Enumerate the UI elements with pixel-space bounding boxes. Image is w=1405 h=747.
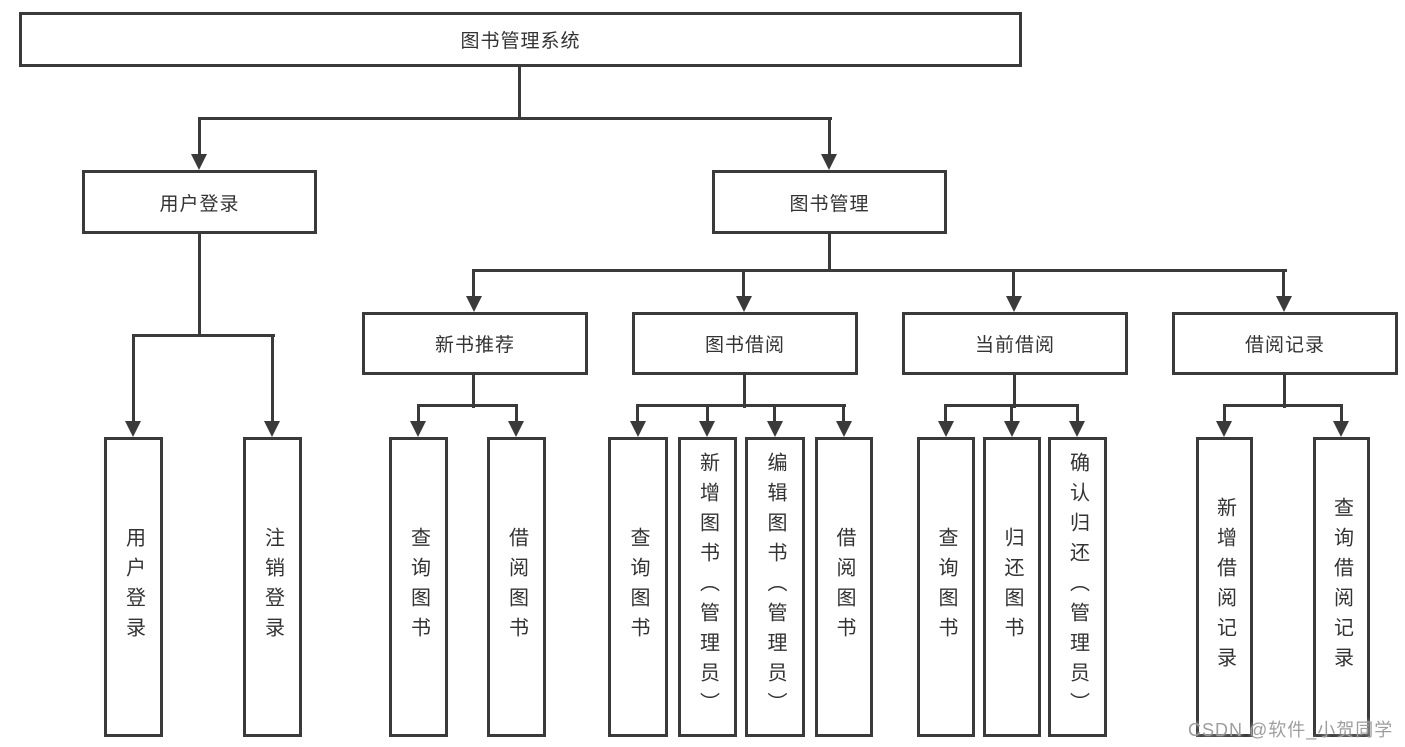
arrow-down-icon	[1333, 421, 1349, 437]
arrow-down-icon	[1276, 296, 1292, 312]
leaf-query-book-1: 查询图书	[389, 437, 448, 737]
connector-line	[743, 375, 746, 408]
leaf-borrow-book-1-label: 借阅图书	[505, 527, 528, 647]
connector-line	[271, 334, 274, 423]
leaf-logout: 注销登录	[243, 437, 302, 737]
arrow-down-icon	[699, 421, 715, 437]
node-root-label: 图书管理系统	[460, 31, 581, 52]
node-current-borrow-label: 当前借阅	[974, 335, 1055, 356]
arrow-down-icon	[1216, 421, 1232, 437]
leaf-query-borrow-record: 查询借阅记录	[1313, 437, 1370, 737]
arrow-down-icon	[1069, 421, 1085, 437]
connector-line	[842, 404, 845, 423]
connector-line	[472, 375, 475, 408]
arrow-down-icon	[1006, 296, 1022, 312]
leaf-query-book-3: 查询图书	[917, 437, 975, 737]
connector-line	[1283, 375, 1286, 408]
node-user-login: 用户登录	[82, 170, 317, 234]
arrow-down-icon	[767, 421, 783, 437]
connector-line	[1223, 404, 1343, 407]
leaf-add-book-admin-label: 新增图书（管理员）	[696, 452, 719, 722]
leaf-query-book-1-label: 查询图书	[407, 527, 430, 647]
connector-line	[198, 117, 832, 120]
leaf-confirm-return-admin: 确认归还（管理员）	[1048, 437, 1107, 737]
connector-line	[1076, 404, 1079, 423]
leaf-query-book-3-label: 查询图书	[935, 527, 957, 647]
arrow-down-icon	[1004, 421, 1020, 437]
connector-line	[472, 269, 475, 298]
arrow-down-icon	[736, 296, 752, 312]
leaf-add-borrow-record: 新增借阅记录	[1196, 437, 1253, 737]
node-borrow-records: 借阅记录	[1172, 312, 1398, 375]
connector-line	[515, 404, 518, 423]
node-book-mgmt: 图书管理	[712, 170, 947, 234]
connector-line	[198, 117, 201, 156]
connector-line	[1012, 269, 1015, 298]
node-book-mgmt-label: 图书管理	[789, 193, 870, 215]
node-current-borrow: 当前借阅	[902, 312, 1128, 375]
arrow-down-icon	[836, 421, 852, 437]
leaf-return-book-label: 归还图书	[1001, 527, 1023, 647]
connector-line	[706, 404, 709, 423]
connector-line	[636, 404, 639, 423]
connector-line	[132, 334, 135, 423]
arrow-down-icon	[938, 421, 954, 437]
leaf-confirm-return-admin-label: 确认归还（管理员）	[1066, 452, 1089, 722]
leaf-user-login: 用户登录	[104, 437, 163, 737]
leaf-logout-label: 注销登录	[261, 527, 284, 647]
node-borrow-records-label: 借阅记录	[1244, 335, 1325, 356]
node-new-book-rec: 新书推荐	[362, 312, 588, 375]
leaf-borrow-book-2-label: 借阅图书	[833, 527, 855, 647]
connector-line	[944, 404, 947, 423]
connector-line	[417, 404, 420, 423]
leaf-edit-book-admin-label: 编辑图书（管理员）	[764, 452, 786, 722]
node-root: 图书管理系统	[19, 12, 1022, 67]
connector-line	[828, 234, 831, 272]
leaf-add-book-admin: 新增图书（管理员）	[678, 437, 737, 737]
leaf-edit-book-admin: 编辑图书（管理员）	[745, 437, 805, 737]
arrow-down-icon	[630, 421, 646, 437]
connector-line	[1223, 404, 1226, 423]
connector-line	[828, 117, 831, 156]
arrow-down-icon	[508, 421, 524, 437]
node-new-book-rec-label: 新书推荐	[434, 335, 515, 356]
arrow-down-icon	[821, 154, 837, 170]
leaf-user-login-label: 用户登录	[122, 527, 145, 647]
connector-line	[742, 269, 745, 298]
watermark: CSDN @软件_小贺同学	[1188, 720, 1394, 740]
leaf-return-book: 归还图书	[983, 437, 1041, 737]
leaf-query-book-2-label: 查询图书	[627, 527, 649, 647]
connector-line	[1013, 375, 1016, 408]
connector-line	[473, 269, 1287, 272]
connector-line	[1010, 404, 1013, 423]
arrow-down-icon	[466, 296, 482, 312]
connector-line	[198, 234, 201, 337]
leaf-query-borrow-record-label: 查询借阅记录	[1330, 497, 1353, 677]
connector-line	[1340, 404, 1343, 423]
leaf-add-borrow-record-label: 新增借阅记录	[1213, 497, 1236, 677]
connector-line	[417, 404, 518, 407]
leaf-borrow-book-1: 借阅图书	[487, 437, 546, 737]
leaf-borrow-book-2: 借阅图书	[815, 437, 873, 737]
connector-line	[773, 404, 776, 423]
connector-line	[132, 334, 275, 337]
connector-line	[636, 404, 846, 407]
connector-line	[1282, 269, 1285, 298]
node-user-login-label: 用户登录	[159, 193, 240, 215]
node-book-borrow-label: 图书借阅	[704, 335, 785, 356]
arrow-down-icon	[125, 421, 141, 437]
connector-line	[518, 67, 521, 119]
arrow-down-icon	[264, 421, 280, 437]
leaf-query-book-2: 查询图书	[608, 437, 668, 737]
node-book-borrow: 图书借阅	[632, 312, 858, 375]
arrow-down-icon	[191, 154, 207, 170]
arrow-down-icon	[410, 421, 426, 437]
